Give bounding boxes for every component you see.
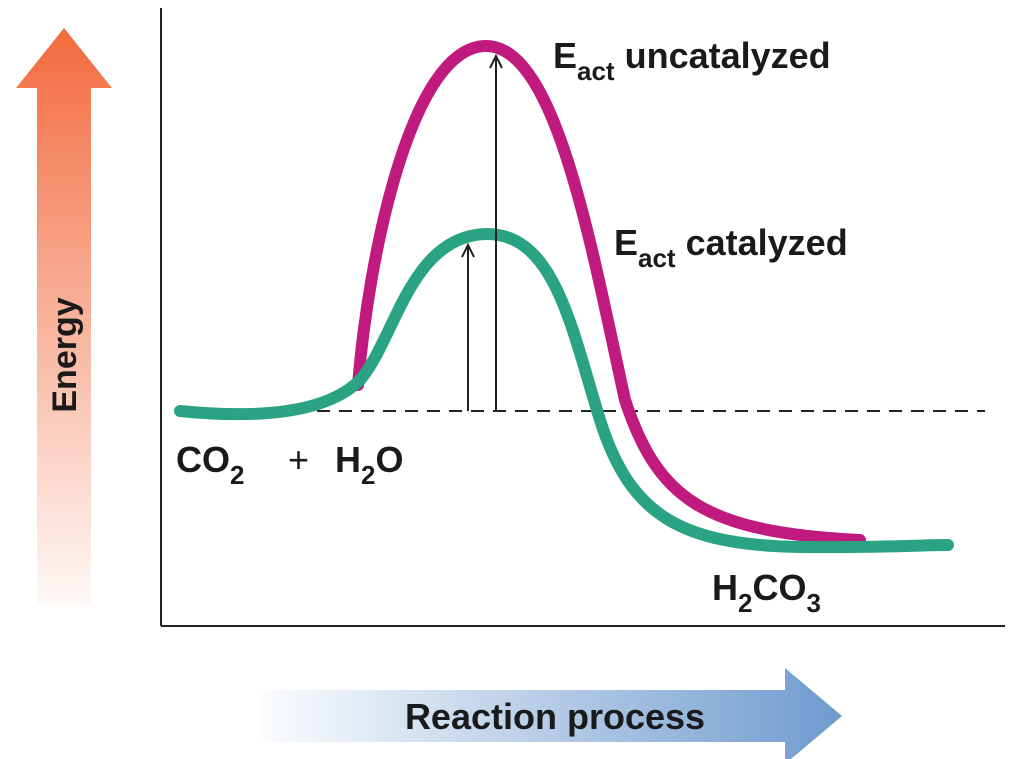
catalyzed-arrowhead-icon [461,242,475,258]
reaction-process-arrow [262,668,842,759]
catalyzed-curve [174,227,954,554]
product-label: H2CO3 [712,567,821,618]
energy-arrow [16,28,112,605]
reactants-label: CO2+H2O [176,439,403,490]
uncatalyzed-label: Eact uncatalyzed [553,35,831,86]
energy-axis-label: Energy [46,297,84,412]
uncatalyzed-arrowhead-icon [489,53,503,69]
reaction-axis-label: Reaction process [405,696,705,737]
catalyzed-label: Eact catalyzed [614,222,848,273]
uncatalyzed-curve [352,39,866,546]
